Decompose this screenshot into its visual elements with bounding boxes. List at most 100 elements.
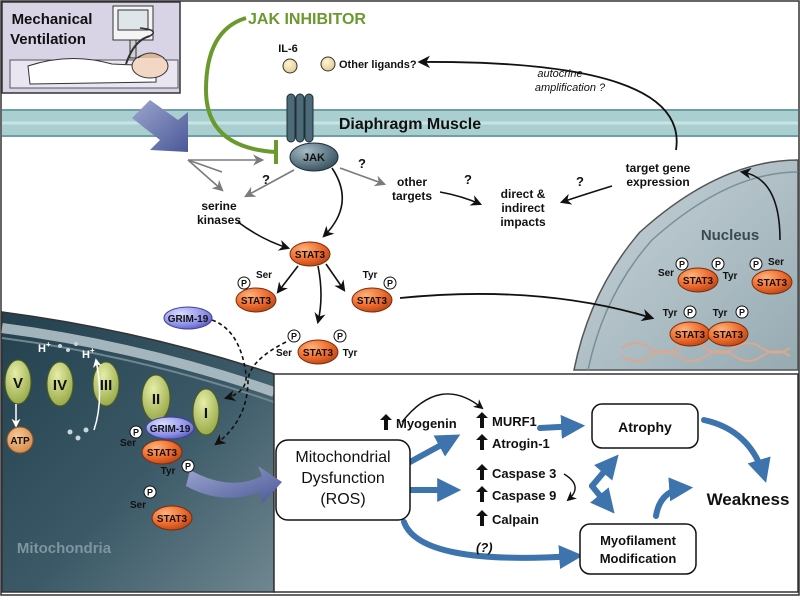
stat3-dual-tyr-p-badge: [333, 329, 347, 343]
mito-membrane: [1, 323, 276, 397]
mito-dysfunction-line3: (ROS): [320, 491, 365, 508]
grim19-free-label: GRIM-19: [168, 314, 209, 325]
stat3-dual-label: STAT3: [303, 348, 334, 359]
ventilation-branch-line: [187, 159, 223, 173]
myofilament-line2: Modification: [600, 551, 677, 566]
complex-iv: [46, 361, 74, 407]
nucleus-dimer-right-tyr-label: Tyr: [713, 308, 728, 319]
stat3-central: [289, 241, 331, 267]
ventilation-illustration: [1, 1, 181, 94]
proton-label-right: H+: [82, 346, 95, 361]
question-impacts-left: ?: [464, 172, 472, 187]
proton-dots: [58, 342, 89, 441]
membrane-label: Diaphragm Muscle: [339, 116, 481, 133]
murf1-label: MURF1: [492, 414, 537, 429]
question-other-targets: ?: [358, 156, 366, 171]
jak-node: [289, 142, 339, 172]
stat3-mito-bound-tyr-p-label: P: [185, 462, 191, 472]
jak-to-stat3-arrow: [322, 167, 344, 238]
myogenin-to-murf1-arrow: [401, 393, 484, 423]
nucleus-label: Nucleus: [701, 227, 759, 244]
caspase9-label: Caspase 9: [492, 488, 556, 503]
stat3-mito-free-label: STAT3: [157, 514, 188, 525]
nucleus-stat3-dual-ser-p: [675, 257, 689, 271]
ventilation-arrow: [132, 100, 188, 152]
stat3-mito-bound-tyr-p: [181, 459, 195, 473]
stat3-mito-bound: [141, 439, 183, 465]
nucleus-stat3-ser-label: STAT3: [757, 278, 788, 289]
complex-iii-label: III: [100, 377, 113, 394]
blue-pathway-arrows: [401, 414, 771, 570]
nucleus-stat3-dimer-left-label: STAT3: [675, 330, 706, 341]
gene-to-impacts-arrow: [559, 185, 613, 205]
stat3-ser-site-label: Ser: [256, 270, 272, 281]
stat3-tyr-label: STAT3: [357, 296, 388, 307]
atrogin-label: Atrogin-1: [492, 436, 550, 451]
grim19-mito-label: GRIM-19: [150, 424, 191, 435]
stat3-tyr-site-label: Tyr: [363, 270, 378, 281]
jak-to-other-targets-arrow: [339, 167, 387, 187]
stat3-mito-bound-ser-p: [129, 425, 143, 439]
nucleus-stat3-dual-ser-label: Ser: [658, 268, 674, 279]
mito-dysfunction-line1: Mitochondrial: [295, 449, 390, 466]
jak-inhibitor-line: [203, 16, 277, 154]
nucleus-stat3-dimer-right: [707, 321, 749, 347]
stat3-mito-free-p: [143, 485, 157, 499]
nucleus-dimer-left-tyr-label: Tyr: [663, 308, 678, 319]
stat3-mito-bound-ser-p-label: P: [133, 428, 139, 438]
other-targets-line1: other: [397, 175, 427, 189]
nucleus-stat3-ser-site-label: Ser: [768, 257, 784, 268]
ventilation-to-kinases-arrow: [187, 159, 224, 192]
myofilament-line1: Myofilament: [600, 533, 677, 548]
caspase9-to-caspase3-arrow: [563, 473, 578, 502]
uncertain-label: (?): [476, 540, 493, 555]
stat3-to-ser-arrow: [276, 265, 299, 294]
stat3-tyr: [351, 287, 393, 313]
stat3-to-dual-arrow: [314, 265, 326, 325]
other-ligand: [320, 56, 336, 72]
il6-ligand: [282, 58, 298, 74]
stat3-dual-tyr-p-badge-label: P: [337, 332, 343, 342]
stat3-ser-p-badge: [237, 276, 251, 290]
stat3-mito-bound-ser-label: Ser: [120, 438, 136, 449]
kinases-to-stat3-arrow: [237, 221, 291, 251]
complex-i: [192, 388, 220, 436]
myogenin-label: Myogenin: [396, 416, 457, 431]
nucleus-stat3-dual-label: STAT3: [683, 276, 714, 287]
target-gene-line2: expression: [626, 175, 689, 189]
autocrine-label-line1: autocrine: [537, 68, 582, 80]
nucleus-stat3-dual-tyr-label: Tyr: [723, 271, 738, 282]
grim19-dashed-arrow: [211, 319, 247, 402]
complex-i-label: I: [204, 405, 208, 422]
atrophy-box: [591, 403, 699, 449]
mito-to-dysfunction-arrow: [186, 466, 282, 504]
stat3-to-tyr-arrow: [325, 263, 346, 292]
ventilation-label-line2: Ventilation: [10, 31, 86, 48]
stat3-ser-label: STAT3: [241, 296, 272, 307]
nucleus-dimer-left-p-label: P: [687, 308, 693, 318]
complex-ii-label: II: [152, 391, 160, 408]
jak-to-kinases-arrow: [244, 169, 295, 198]
stat3-central-label: STAT3: [295, 250, 326, 261]
atp-node: [6, 426, 34, 454]
direct-impacts-line2: indirect: [501, 201, 544, 215]
diaphragm-membrane: [2, 109, 798, 137]
grim19-free: [163, 306, 213, 330]
stat3-ser: [235, 287, 277, 313]
stat3-mito-bound-tyr-label: Tyr: [161, 466, 176, 477]
autocrine-label-line2: amplification ?: [535, 82, 606, 94]
complex-v-label: V: [13, 375, 23, 392]
ventilation-label-line1: Mechanical: [12, 11, 93, 28]
direct-impacts-line3: impacts: [500, 215, 546, 229]
stat3-dual-ser-label: Ser: [276, 348, 292, 359]
grim19-mito: [145, 416, 195, 440]
nucleus-stat3-ser-p-label: P: [753, 260, 759, 270]
nucleus-stat3-dual: [677, 267, 719, 293]
stat3-tyr-p-badge-label: P: [387, 279, 393, 289]
mitochondria-label: Mitochondria: [17, 540, 112, 557]
proton-label-left: H+: [38, 340, 51, 355]
serine-kinases-line1: serine: [201, 199, 237, 213]
stat3-to-nucleus-arrow: [399, 293, 655, 322]
